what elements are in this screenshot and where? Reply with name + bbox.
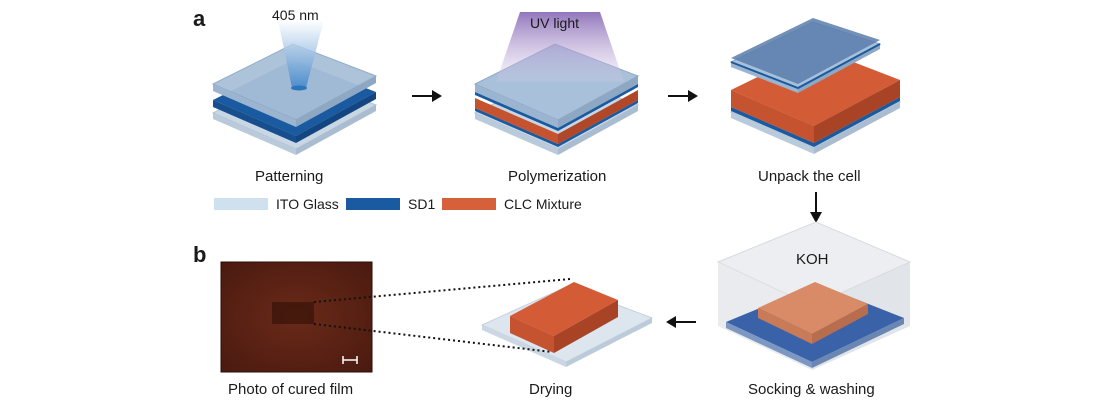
cured-film-photo xyxy=(220,261,373,373)
uv-light-beam xyxy=(496,12,624,82)
unpacked-cell xyxy=(729,18,902,154)
scale-bar xyxy=(342,356,358,364)
legend-swatch-ito-glass xyxy=(214,198,268,210)
arrow-right-2 xyxy=(668,90,698,102)
step-label-polymerization: Polymerization xyxy=(508,168,606,185)
step-label-unpack: Unpack the cell xyxy=(758,168,861,185)
legend-swatch-sd1 xyxy=(346,198,400,210)
laser-wavelength-label: 405 nm xyxy=(272,7,319,23)
legend-label-ito-glass: ITO Glass xyxy=(276,196,339,212)
legend-swatch-clc-mixture xyxy=(442,198,496,210)
panel-letter-a: a xyxy=(193,6,206,31)
laser-beam xyxy=(278,20,324,88)
dried-film xyxy=(480,282,654,367)
patterned-region xyxy=(272,302,314,324)
arrow-left xyxy=(666,316,696,328)
step-label-patterning: Patterning xyxy=(255,168,323,185)
arrow-down xyxy=(810,192,822,223)
uv-light-label: UV light xyxy=(530,15,579,31)
panel-letter-b: b xyxy=(193,242,206,267)
arrow-right-1 xyxy=(412,90,442,102)
legend: ITO Glass SD1 CLC Mixture xyxy=(214,196,582,212)
step-label-drying: Drying xyxy=(529,381,572,398)
step-label-soaking: Socking & washing xyxy=(748,381,875,398)
legend-label-sd1: SD1 xyxy=(408,196,435,212)
step-label-photo: Photo of cured film xyxy=(228,381,353,398)
koh-label: KOH xyxy=(796,251,829,268)
patterning-cell xyxy=(211,43,378,155)
koh-bath xyxy=(716,221,912,370)
legend-label-clc-mixture: CLC Mixture xyxy=(504,196,582,212)
